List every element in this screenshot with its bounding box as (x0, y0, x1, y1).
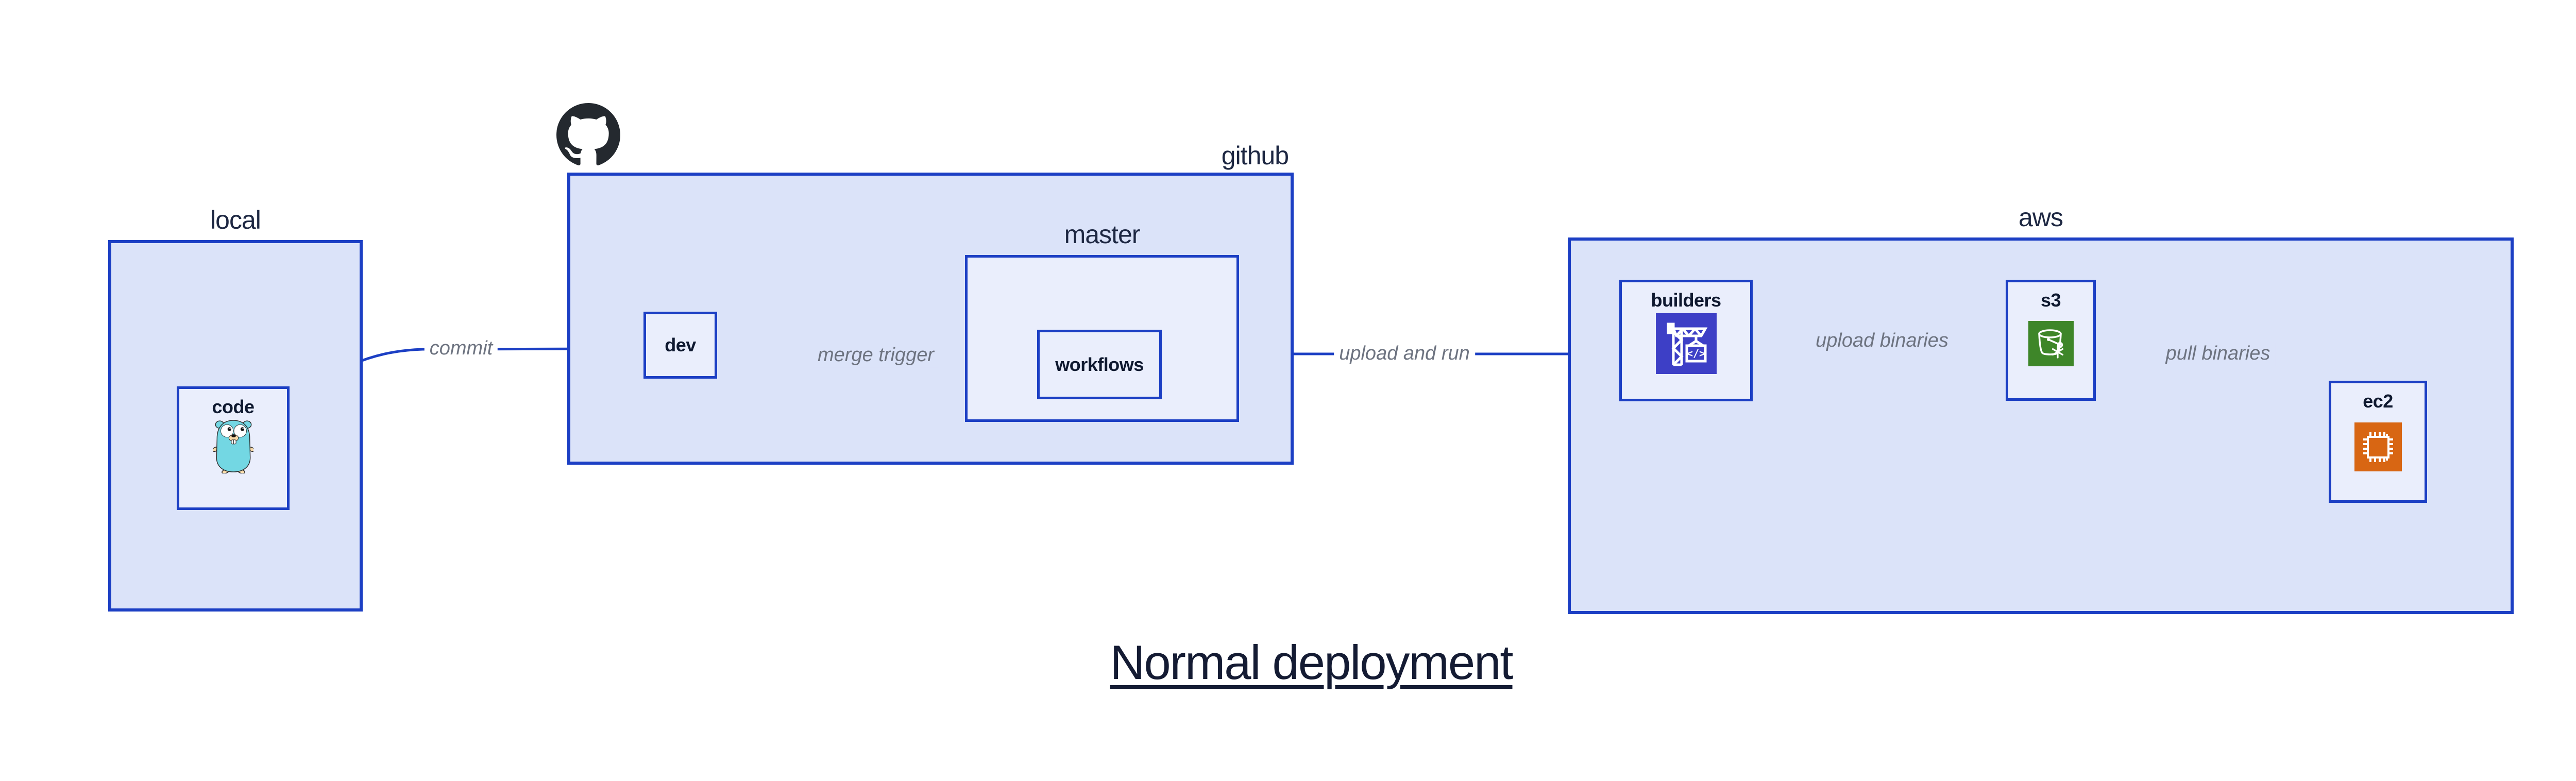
group-local-label: local (210, 206, 261, 234)
edge-label-merge-trigger: merge trigger (812, 344, 939, 367)
go-gopher-icon (213, 420, 253, 473)
group-github-label: github (1221, 141, 1289, 170)
node-ec2-label: ec2 (2363, 390, 2393, 412)
code-brackets-glyph: </> (1686, 347, 1705, 360)
edge-label-pull-binaries: pull binaries (2160, 342, 2276, 366)
node-ec2: ec2 (2329, 381, 2427, 503)
node-builders: builders </> (1619, 280, 1753, 401)
edge-label-commit: commit (424, 337, 498, 361)
edge-label-upload-and-run: upload and run (1334, 342, 1475, 366)
edge-label-upload-binaries: upload binaries (1810, 329, 1954, 353)
node-builders-label: builders (1651, 290, 1721, 311)
node-s3-label: s3 (2040, 290, 2061, 311)
node-s3: s3 (2006, 280, 2096, 401)
node-code: code (177, 386, 290, 510)
ec2-chip-icon (2354, 422, 2402, 471)
node-workflows: workflows (1037, 330, 1162, 399)
node-dev: dev (643, 312, 717, 379)
group-aws-label: aws (2019, 203, 2063, 232)
s3-bucket-snowflake-icon (2028, 321, 2074, 366)
diagram-title: Normal deployment (1110, 635, 1513, 689)
node-code-label: code (212, 396, 255, 417)
node-workflows-label: workflows (1055, 353, 1144, 375)
group-master-label: master (1064, 220, 1141, 249)
codebuild-crane-icon: </> (1655, 313, 1717, 374)
github-octocat-icon (556, 103, 620, 165)
node-dev-label: dev (665, 334, 696, 355)
